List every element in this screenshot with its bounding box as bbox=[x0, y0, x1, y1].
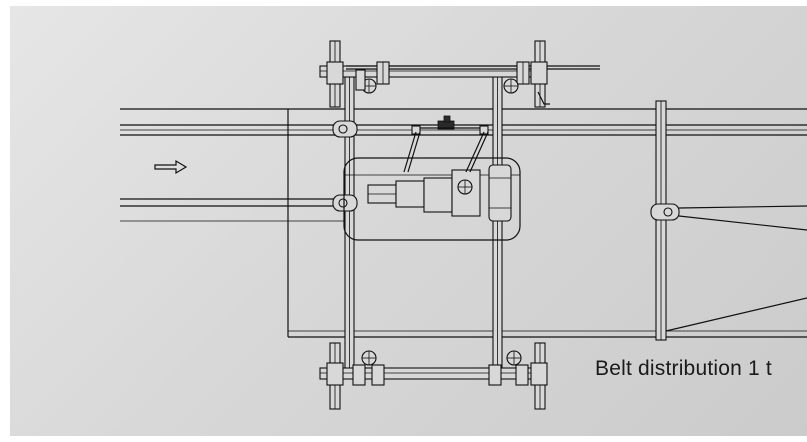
top-right-bolt bbox=[503, 40, 550, 108]
conveyor-frame bbox=[287, 109, 807, 338]
belt-distribution-schematic bbox=[120, 40, 807, 410]
top-left-bolt bbox=[326, 40, 390, 108]
rail-clamps bbox=[332, 120, 358, 212]
linkage-rods bbox=[403, 115, 489, 173]
actuator-housing bbox=[343, 157, 521, 241]
gantry-posts bbox=[344, 69, 503, 379]
arrow-right-icon bbox=[154, 159, 188, 175]
conveyor-rails bbox=[120, 108, 807, 222]
bottom-left-bolt bbox=[326, 342, 385, 410]
technical-drawing-canvas: Belt distribution 1 t bbox=[10, 6, 807, 436]
drawing-caption: Belt distribution 1 t bbox=[595, 357, 772, 380]
belt-splitter-stand bbox=[650, 100, 807, 341]
bottom-right-bolt bbox=[488, 342, 548, 410]
